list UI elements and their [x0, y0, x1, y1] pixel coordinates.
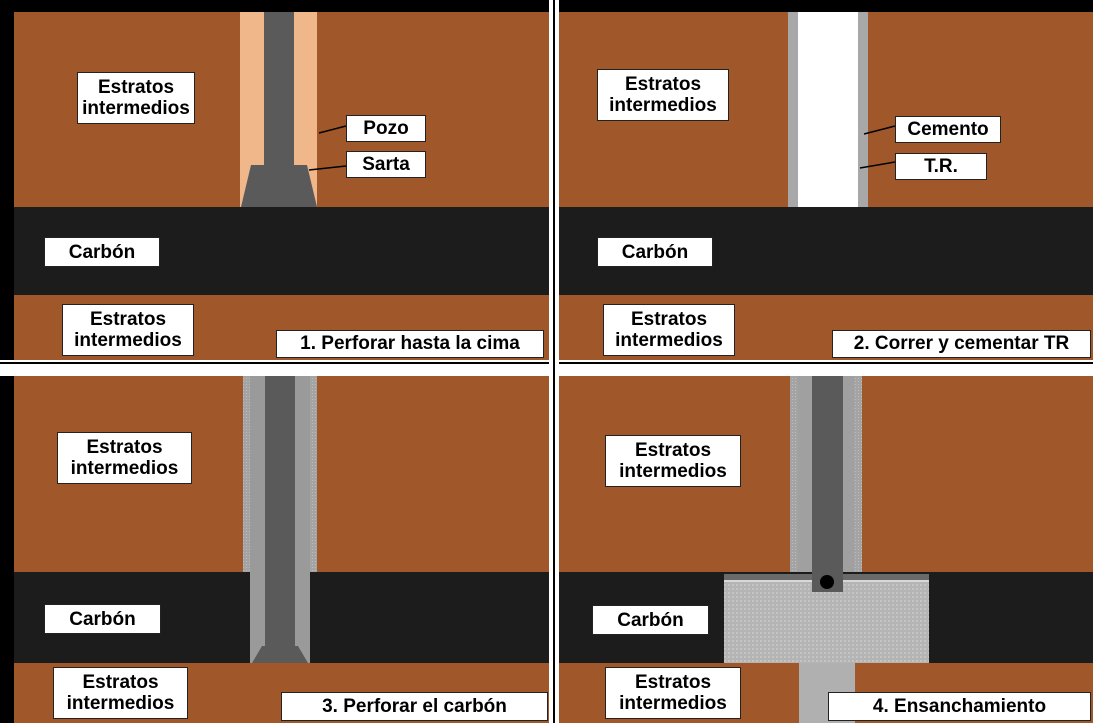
- strata-top-label: Estratos intermedios: [605, 435, 741, 487]
- callout-pozo: Pozo: [346, 115, 426, 142]
- coal-label: Carbón: [597, 237, 713, 267]
- callout-line-pozo: [318, 125, 347, 134]
- strata-bottom-label: Estratos intermedios: [603, 304, 735, 356]
- panel-caption: 3. Perforar el carbón: [281, 692, 548, 721]
- strata-top-label-line1: Estratos: [634, 440, 712, 461]
- strata-bottom-label-line1: Estratos: [630, 309, 708, 330]
- strata-bottom-label-line1: Estratos: [634, 672, 712, 693]
- callout-sarta: Sarta: [346, 151, 426, 178]
- strata-bottom-label-line2: intermedios: [619, 693, 727, 714]
- strata-top-label: Estratos intermedios: [77, 72, 195, 124]
- drill-string: [265, 376, 295, 646]
- underreamer-tool: [820, 575, 834, 589]
- strata-bottom-label-line1: Estratos: [89, 309, 167, 330]
- strata-top-label-line1: Estratos: [624, 74, 702, 95]
- drill-bit: [252, 646, 308, 663]
- strata-bottom-label: Estratos intermedios: [53, 667, 188, 719]
- strata-top-label-line2: intermedios: [619, 461, 727, 482]
- panel-caption: 4. Ensanchamiento: [828, 692, 1091, 721]
- callout-cemento: Cemento: [895, 116, 1001, 143]
- coal-label: Carbón: [44, 237, 160, 267]
- strata-bottom-label-line1: Estratos: [82, 672, 159, 693]
- strata-top-label-line1: Estratos: [86, 437, 163, 458]
- panel-caption: 2. Correr y cementar TR: [832, 330, 1091, 358]
- coal-label: Carbón: [44, 604, 161, 634]
- strata-bottom-label-line2: intermedios: [66, 693, 175, 714]
- callout-line-cemento: [863, 125, 896, 135]
- coal-label: Carbón: [592, 605, 709, 635]
- strata-bottom-label: Estratos intermedios: [62, 304, 194, 356]
- strata-top-label-line2: intermedios: [82, 98, 190, 119]
- drill-string: [812, 376, 843, 592]
- drill-string: [264, 12, 294, 165]
- strata-bottom-label-line2: intermedios: [615, 330, 723, 351]
- casing-bore: [798, 12, 858, 207]
- callout-line-sarta: [308, 165, 347, 171]
- strata-bottom-label-line2: intermedios: [74, 330, 182, 351]
- drill-bit: [241, 165, 317, 207]
- strata-bottom-label: Estratos intermedios: [605, 667, 741, 719]
- callout-tr: T.R.: [895, 153, 987, 180]
- strata-top-label: Estratos intermedios: [597, 69, 729, 121]
- strata-top-label-line1: Estratos: [97, 77, 175, 98]
- strata-top-label-line2: intermedios: [70, 458, 179, 479]
- strata-top-label: Estratos intermedios: [57, 432, 192, 484]
- callout-line-tr: [859, 161, 896, 169]
- panel-caption: 1. Perforar hasta la cima: [276, 330, 544, 358]
- strata-top-label-line2: intermedios: [609, 95, 717, 116]
